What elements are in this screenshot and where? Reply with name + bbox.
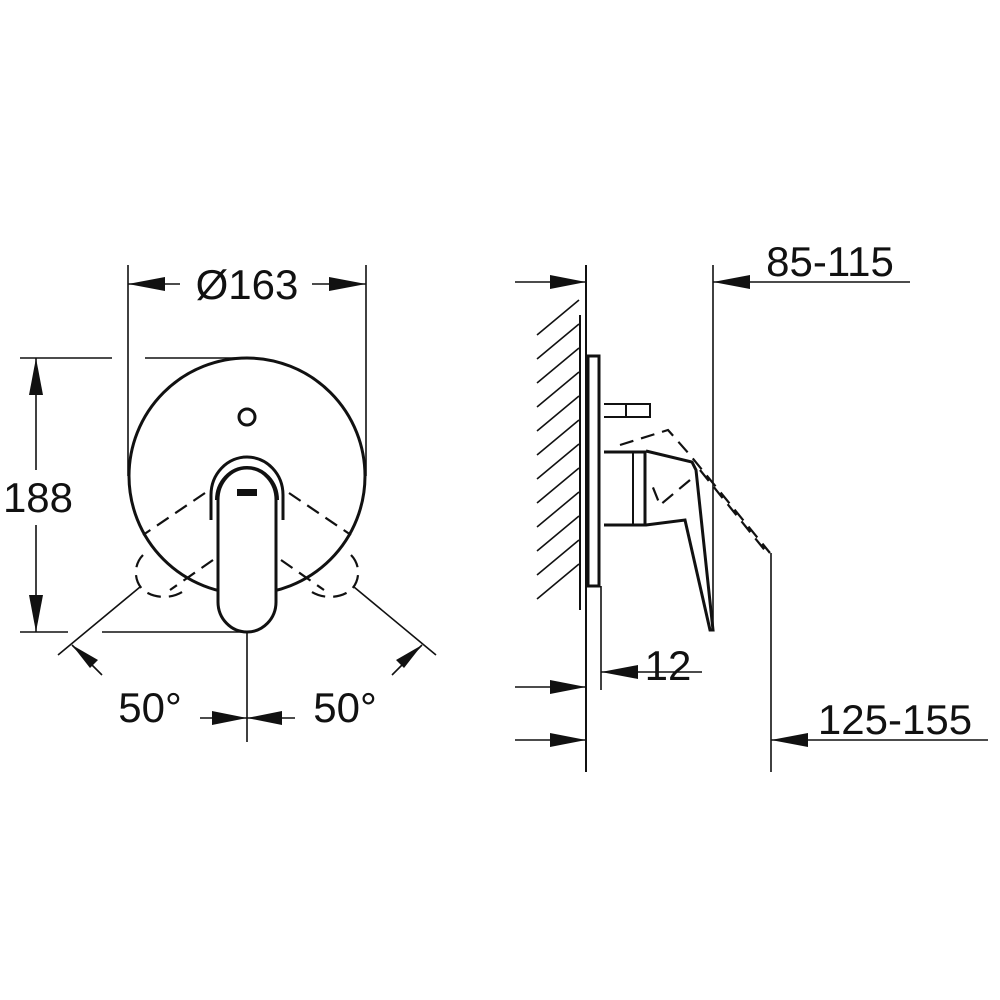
- hatch-line: [536, 323, 580, 360]
- angle-right-label: 50°: [313, 684, 377, 731]
- handle-rotated-right: [280, 492, 352, 591]
- arrow-icon: [601, 665, 638, 679]
- extended-projection-label: 125-155: [818, 696, 972, 743]
- hatch-line: [536, 539, 580, 576]
- arrow-icon: [212, 711, 247, 725]
- arrow-icon: [550, 680, 586, 694]
- hatch-line: [536, 299, 580, 336]
- hatch-line: [536, 491, 580, 528]
- hatch-line: [536, 443, 580, 480]
- arrow-icon: [396, 645, 422, 668]
- arrow-icon: [771, 733, 808, 747]
- plate-thickness-label: 12: [645, 642, 692, 689]
- arrow-icon: [713, 275, 750, 289]
- arrow-icon: [329, 277, 366, 291]
- handle-raised-position: [619, 428, 771, 554]
- arrow-icon: [72, 645, 98, 668]
- height-label: 188: [3, 474, 73, 521]
- projection-label: 85-115: [766, 238, 894, 285]
- diverter-hole: [237, 407, 257, 427]
- hatch-line: [536, 563, 580, 600]
- hatch-line: [536, 467, 580, 504]
- angle-line-right: [353, 586, 437, 656]
- arrow-icon: [128, 277, 165, 291]
- front-view: Ø163 188 50° 50°: [3, 261, 437, 742]
- hatch-line: [536, 371, 580, 408]
- arrow-icon: [550, 275, 586, 289]
- hatch-line: [536, 419, 580, 456]
- handle-indicator: [237, 489, 257, 496]
- handle-rotated-left-tip: [134, 554, 186, 598]
- wall-hatching: [536, 299, 580, 600]
- angle-line-left: [57, 586, 141, 656]
- arrow-icon: [550, 733, 586, 747]
- cartridge-body: [604, 450, 647, 527]
- handle-rotated-left: [142, 492, 214, 591]
- arrow-icon: [29, 358, 43, 395]
- arrow-icon: [29, 595, 43, 632]
- arrow-icon: [247, 711, 282, 725]
- side-view: 85-115 12 125-155: [515, 238, 988, 772]
- handle-collar: [209, 455, 285, 520]
- hatch-line: [536, 347, 580, 384]
- lever-handle: [216, 466, 278, 634]
- handle-rotated-right-tip: [308, 554, 360, 598]
- escutcheon-plate-side: [586, 354, 601, 588]
- diverter-knob: [604, 403, 651, 418]
- diameter-label: Ø163: [196, 261, 299, 308]
- lever-handle-side: [645, 449, 715, 632]
- hatch-line: [536, 515, 580, 552]
- hatch-line: [536, 395, 580, 432]
- angle-left-label: 50°: [118, 684, 182, 731]
